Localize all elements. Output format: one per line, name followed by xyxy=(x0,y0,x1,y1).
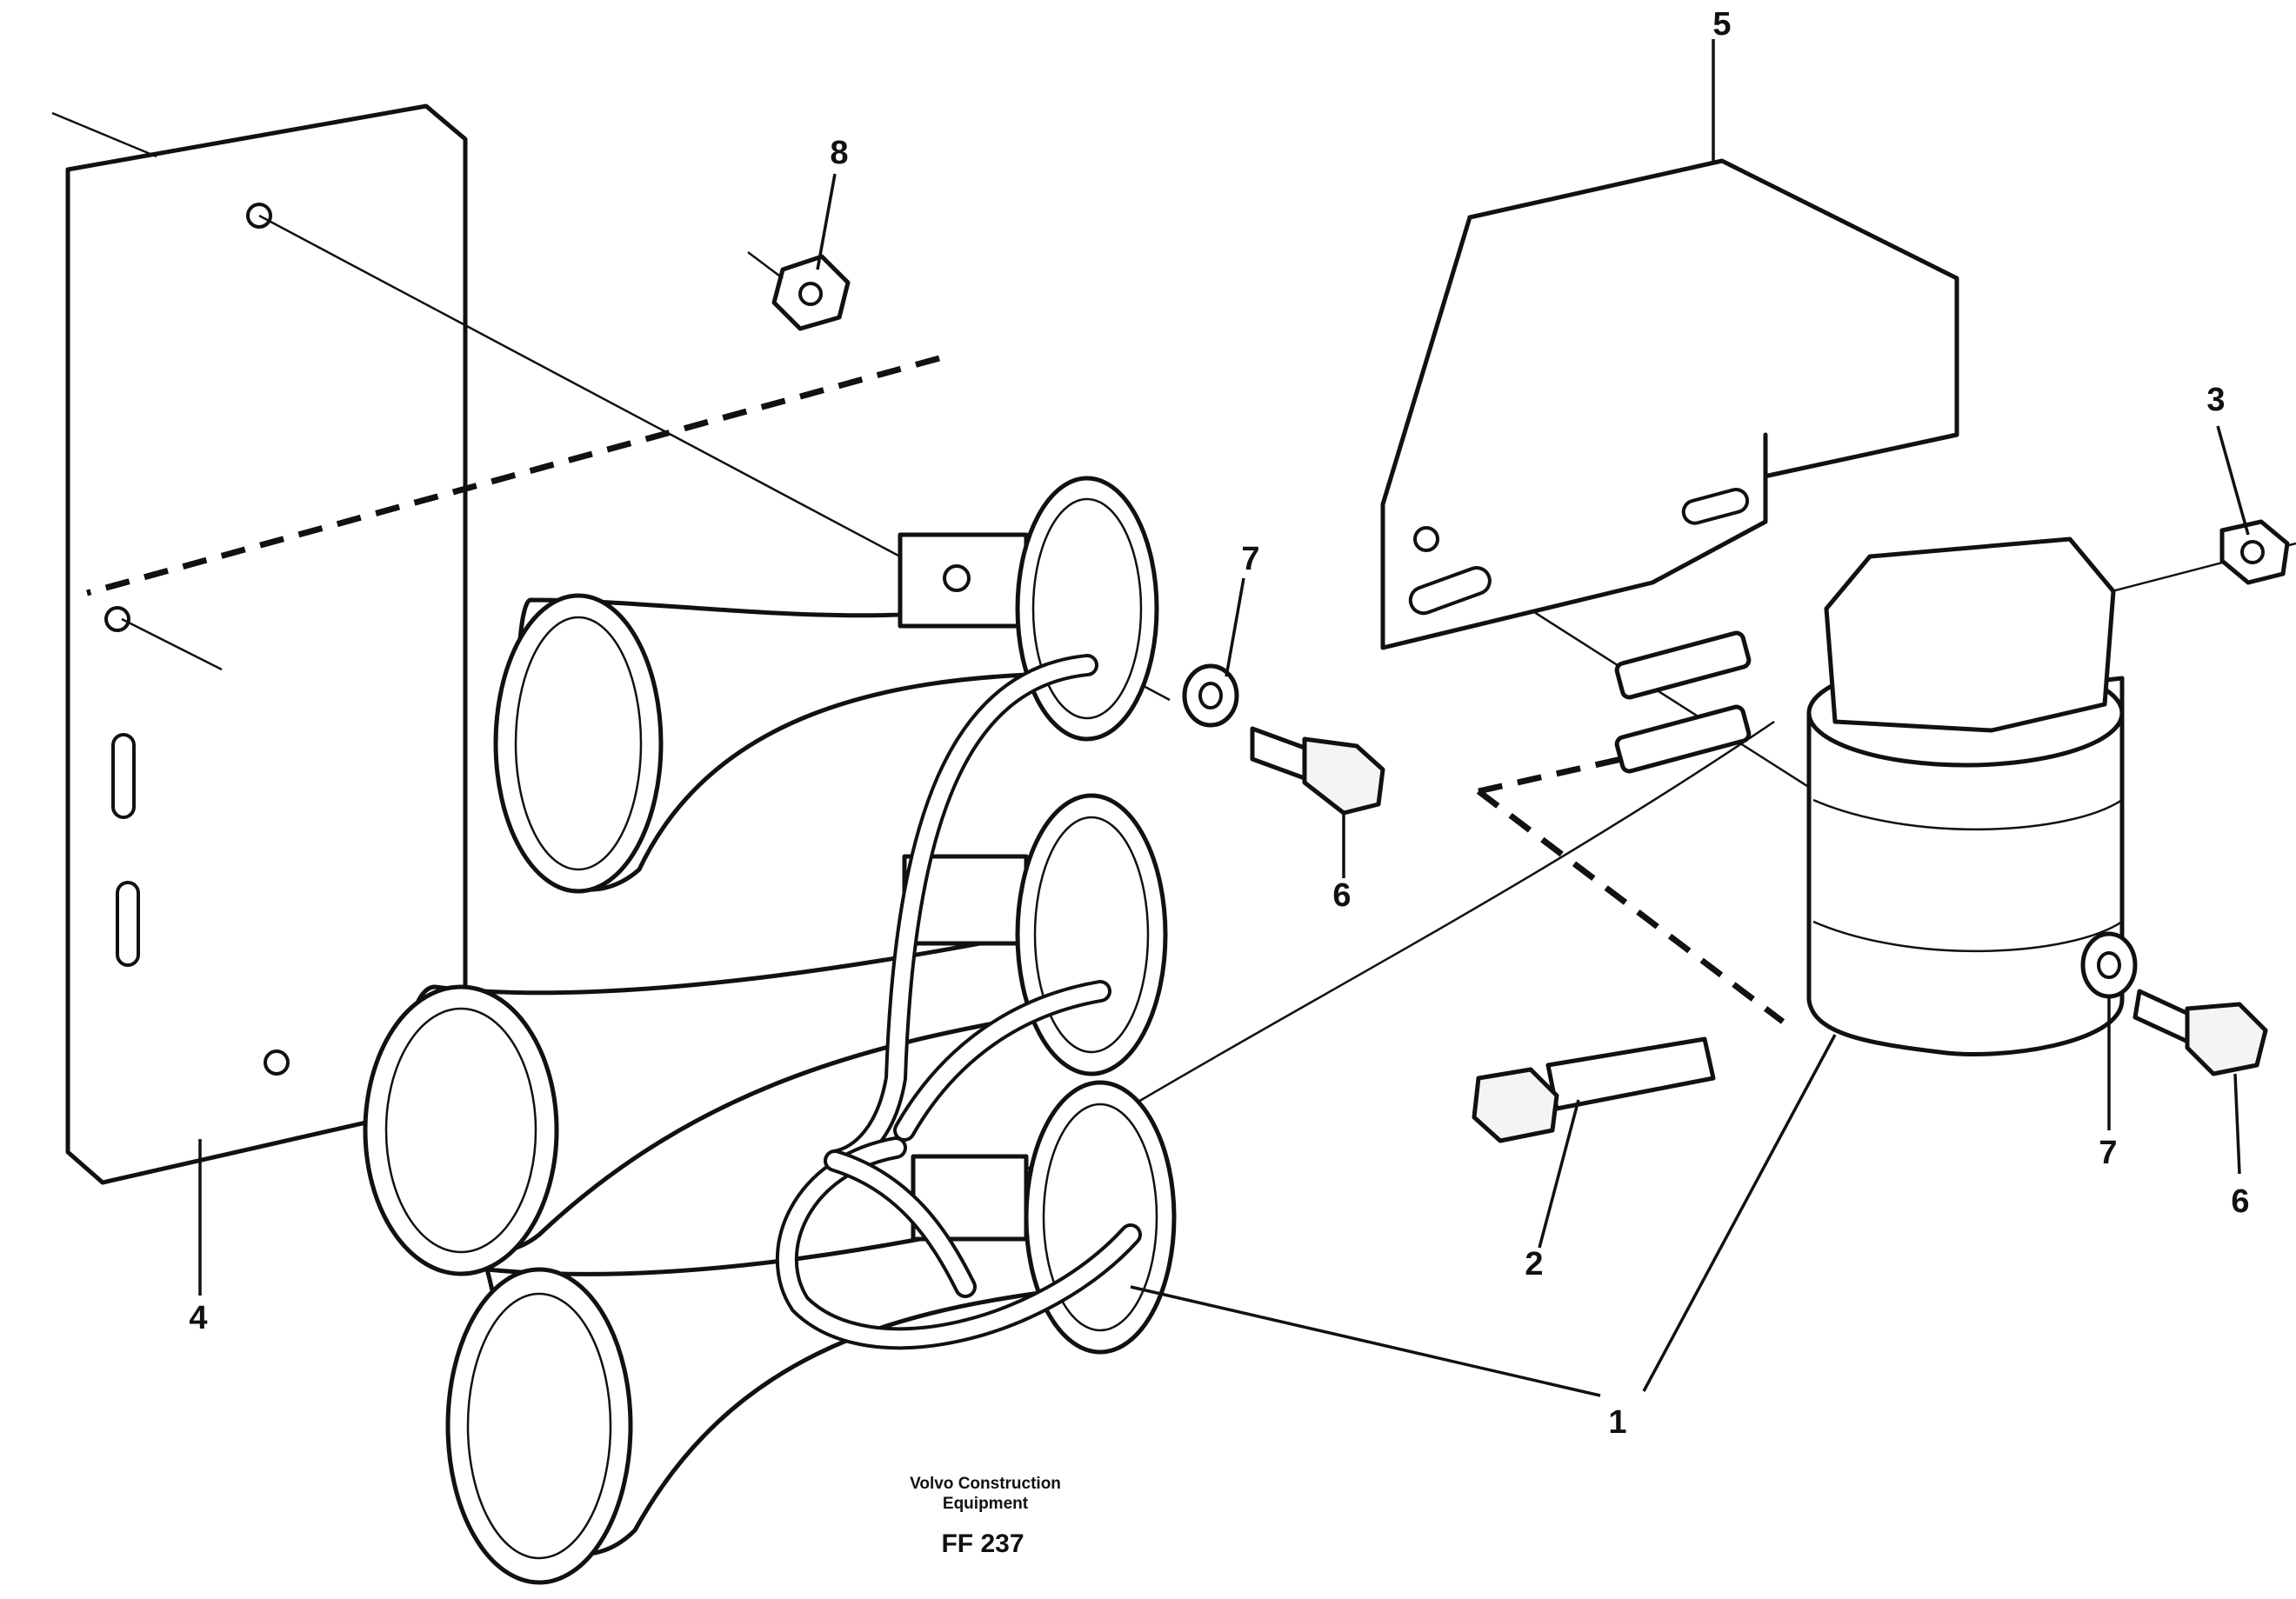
figure-caption: Volvo Construction Equipment FF 237 xyxy=(910,1475,1061,1558)
bolt-long xyxy=(1472,1036,1716,1143)
bolt-left xyxy=(1250,726,1385,816)
air-hoses xyxy=(775,654,1142,1350)
compressor xyxy=(1614,536,2125,1056)
callout-1: 1 xyxy=(1608,1404,1626,1441)
callout-7-left: 7 xyxy=(1241,541,1259,577)
leader-lines xyxy=(198,39,2250,1397)
assembly-line-bolt-bracket xyxy=(1476,789,1785,1024)
assembly-line-nut-plate xyxy=(86,355,940,596)
callout-6-right: 6 xyxy=(2231,1183,2249,1220)
caption-brand-line2: Equipment xyxy=(943,1495,1029,1513)
washer-right xyxy=(2080,931,2138,999)
callout-4: 4 xyxy=(189,1300,207,1336)
callout-6-left: 6 xyxy=(1332,877,1351,914)
caption-brand-line1: Volvo Construction xyxy=(910,1475,1061,1493)
plate-hole-middle xyxy=(104,606,130,632)
horn-bottom xyxy=(445,1080,1177,1585)
callout-7-right: 7 xyxy=(2099,1135,2117,1171)
washer-left xyxy=(1182,663,1239,728)
plate-slot-lower xyxy=(116,881,140,967)
callouts: 5 8 3 7 6 7 6 2 4 1 xyxy=(189,6,2249,1441)
plate-hole-bottom xyxy=(264,1049,290,1076)
nut-right xyxy=(2219,519,2290,585)
cover xyxy=(1380,158,1959,650)
caption-figure-code: FF 237 xyxy=(941,1529,1024,1558)
callout-8: 8 xyxy=(830,135,848,171)
plate-slot-upper xyxy=(111,733,136,819)
callout-5: 5 xyxy=(1712,6,1731,43)
bolt-right xyxy=(2132,989,2268,1076)
callout-2: 2 xyxy=(1525,1246,1543,1283)
nut-top xyxy=(747,251,851,331)
assembly-line-bracket-upper xyxy=(1478,749,1653,795)
callout-3: 3 xyxy=(2206,382,2225,418)
